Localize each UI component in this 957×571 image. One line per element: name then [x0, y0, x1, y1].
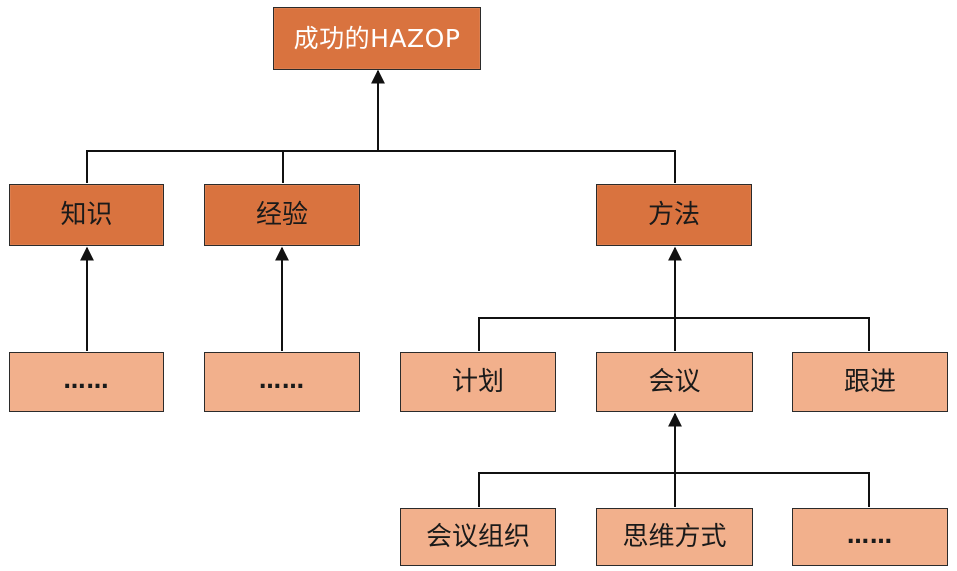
connector-level1-to-root — [86, 69, 676, 183]
node-meeting-organization-label: 会议组织 — [425, 522, 530, 552]
connector-level3-to-meeting — [478, 412, 870, 507]
node-meeting-more: …… — [792, 508, 948, 566]
node-meeting-organization: 会议组织 — [400, 508, 556, 566]
node-method-label: 方法 — [647, 200, 700, 230]
node-thinking-approach-label: 思维方式 — [622, 522, 727, 552]
node-method: 方法 — [596, 184, 752, 246]
node-thinking-approach: 思维方式 — [596, 508, 753, 566]
node-plan-label: 计划 — [451, 367, 504, 397]
node-meeting: 会议 — [596, 352, 753, 412]
node-knowledge: 知识 — [9, 184, 164, 246]
node-knowledge-more: …… — [9, 352, 164, 412]
node-root: 成功的HAZOP — [273, 7, 481, 70]
node-root-label: 成功的HAZOP — [293, 24, 461, 53]
node-experience-label: 经验 — [255, 200, 308, 230]
node-experience: 经验 — [204, 184, 360, 246]
node-experience-more: …… — [204, 352, 360, 412]
node-knowledge-more-label: …… — [63, 369, 110, 394]
node-knowledge-label: 知识 — [60, 200, 113, 230]
node-experience-more-label: …… — [259, 369, 305, 394]
node-plan: 计划 — [400, 352, 556, 412]
node-meeting-more-label: …… — [847, 524, 893, 549]
node-follow-up-label: 跟进 — [843, 367, 896, 397]
connector-level2-to-method — [478, 246, 870, 351]
node-meeting-label: 会议 — [648, 367, 701, 397]
node-follow-up: 跟进 — [792, 352, 948, 412]
